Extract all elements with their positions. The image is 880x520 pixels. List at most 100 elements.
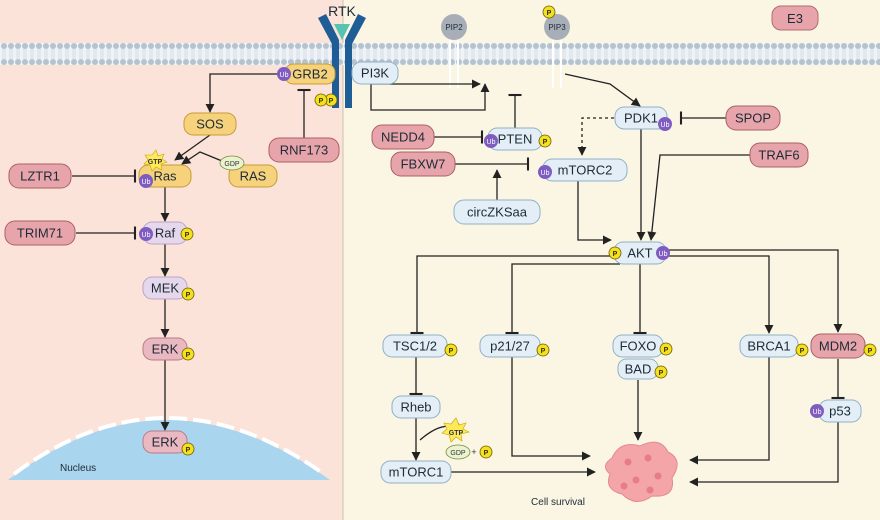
pi3k-label: PI3K xyxy=(361,66,390,81)
pip3-label: PIP3 xyxy=(548,23,566,32)
svg-text:P: P xyxy=(186,447,191,454)
pi3k-to-pip3 xyxy=(370,83,490,111)
svg-text:P: P xyxy=(868,348,873,355)
raf-ub-badge: Ub xyxy=(139,227,153,241)
svg-text:P: P xyxy=(800,348,805,355)
brca1-to-survival xyxy=(689,357,770,465)
ras-gdp-label: RAS xyxy=(240,169,267,184)
mdm2-p-badge: P xyxy=(863,343,877,357)
pdk1-ub-badge: Ub xyxy=(658,117,672,131)
svg-text:P: P xyxy=(664,347,669,354)
svg-text:P: P xyxy=(449,348,454,355)
sos-label: SOS xyxy=(196,117,224,132)
mtorc2-label: mTORC2 xyxy=(558,163,613,178)
akt-to-mdm2 xyxy=(665,249,843,333)
trim71-label: TRIM71 xyxy=(17,226,63,241)
p-badge-pip3 xyxy=(542,5,556,19)
brca1-p-badge: P xyxy=(795,343,809,357)
p53-ub-badge: Ub xyxy=(810,404,824,418)
svg-text:GDP: GDP xyxy=(450,450,466,457)
gdp-tag: GDP xyxy=(445,444,471,460)
erk-p-badge: P xyxy=(181,347,195,361)
circzksaa-node: circZKSaa xyxy=(453,199,541,225)
circzksaa-label: circZKSaa xyxy=(467,205,528,220)
svg-text:Ub: Ub xyxy=(661,122,670,129)
svg-text:Ub: Ub xyxy=(142,232,151,239)
rheb-label: Rheb xyxy=(400,400,431,415)
tsc12-label: TSC1/2 xyxy=(393,339,437,354)
mek-label: MEK xyxy=(151,281,180,296)
pi3k-node: PI3K xyxy=(351,61,399,85)
svg-text:Ub: Ub xyxy=(541,170,550,177)
akt-inhibits-tsc12 xyxy=(410,255,615,335)
svg-text:P: P xyxy=(185,232,190,239)
grb2-p-badge: P xyxy=(314,93,328,107)
pten-label: PTEN xyxy=(498,132,533,147)
nucleus-label: Nucleus xyxy=(60,463,96,474)
mek-p-badge: P xyxy=(181,287,195,301)
ras-gtp-label: Ras xyxy=(153,169,177,184)
raf-label: Raf xyxy=(155,226,176,241)
sos-node: SOS xyxy=(183,112,237,136)
pten-ub-badge: Ub xyxy=(484,134,498,148)
raf-node: Raf Ub P xyxy=(139,221,194,245)
brca1-label: BRCA1 xyxy=(747,339,790,354)
rnf173-label: RNF173 xyxy=(280,143,328,158)
gtp-gdp-cycle: GTP GDP + P xyxy=(419,417,493,460)
pdk1-to-mtorc2-dashed xyxy=(577,117,614,156)
svg-text:Ub: Ub xyxy=(487,139,496,146)
p53-to-survival xyxy=(689,422,839,487)
svg-text:Ub: Ub xyxy=(813,409,822,416)
mtorc2-node: mTORC2 Ub xyxy=(538,158,628,182)
cell-survival: Cell survival xyxy=(531,441,678,508)
ras-gtp-ub-badge: Ub xyxy=(139,174,153,188)
akt-to-brca1 xyxy=(665,255,774,334)
mtorc1-node: mTORC1 xyxy=(380,460,452,484)
svg-text:P: P xyxy=(543,139,548,146)
nedd4-node: NEDD4 xyxy=(371,124,435,150)
gtp-star: GTP xyxy=(441,417,470,443)
edges xyxy=(72,73,845,487)
grb2-ub-badge: Ub xyxy=(277,67,291,81)
svg-text:P: P xyxy=(484,450,489,457)
cell-survival-label: Cell survival xyxy=(531,497,585,508)
ras-gdp-tag: GDP xyxy=(219,155,245,171)
rtk-receptor: RTK xyxy=(318,3,366,108)
grb2-to-sos xyxy=(205,73,284,113)
raf-p-badge: P xyxy=(180,227,194,241)
svg-text:+: + xyxy=(471,447,476,457)
p53-label: p53 xyxy=(829,404,851,419)
akt-inhibits-p2127 xyxy=(505,263,620,335)
bad-label: BAD xyxy=(625,362,652,377)
traf6-label: TRAF6 xyxy=(758,148,799,163)
traf6-to-akt xyxy=(647,154,751,241)
erk-nucleus-p-badge: P xyxy=(181,442,195,456)
pdk1-label: PDK1 xyxy=(624,111,658,126)
cell-membrane xyxy=(0,43,880,65)
cell-survival-icon xyxy=(605,441,678,502)
svg-text:P: P xyxy=(613,251,618,258)
rheb-node: Rheb xyxy=(391,395,441,419)
fbxw7-node: FBXW7 xyxy=(390,151,456,177)
svg-text:Ub: Ub xyxy=(280,72,289,79)
pip2-label: PIP2 xyxy=(445,23,463,32)
lztr1-label: LZTR1 xyxy=(20,169,60,184)
ras-gdp-node: RAS xyxy=(228,164,278,188)
spop-node: SPOP xyxy=(725,105,781,131)
svg-text:P: P xyxy=(186,352,191,359)
svg-text:P: P xyxy=(186,292,191,299)
gdp-p-badge: P xyxy=(479,445,493,459)
